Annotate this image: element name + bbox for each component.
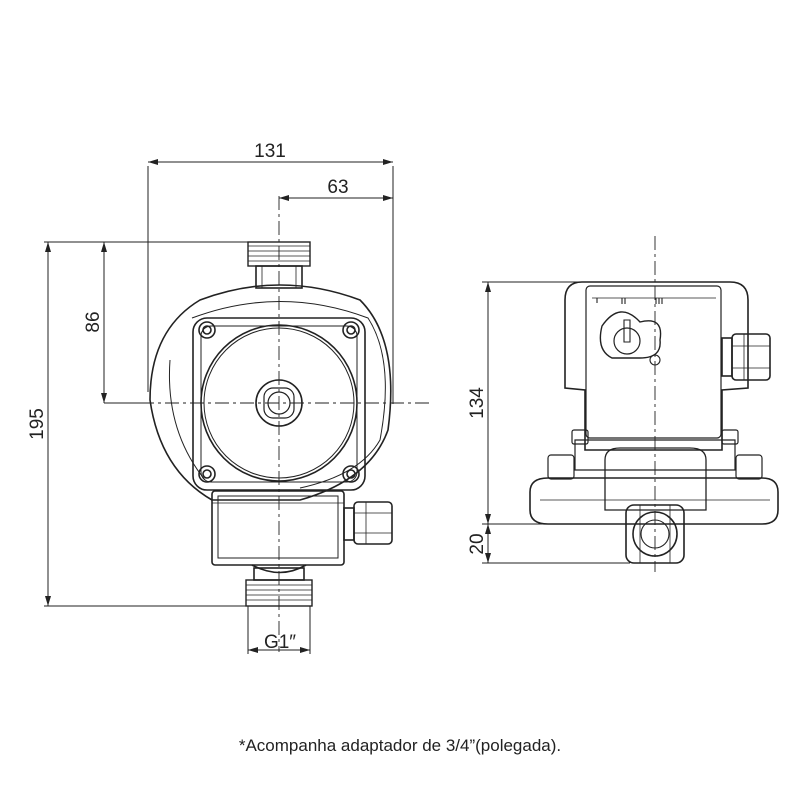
terminal-box: [211, 490, 345, 566]
dim-side-height: 134: [467, 387, 488, 419]
side-dimension-arrows: [485, 282, 491, 563]
dim-thread: G1″: [264, 632, 296, 653]
front-dimension-arrows: [45, 159, 393, 653]
side-view: [529, 281, 779, 564]
dim-base-height: 20: [467, 533, 488, 554]
dim-overall-width: 131: [254, 141, 286, 162]
flange-bolts: [198, 321, 360, 483]
side-dimension-lines: [482, 281, 630, 564]
front-centerlines: [140, 196, 430, 652]
speed-knob: [599, 311, 662, 359]
side-gland: [721, 333, 771, 381]
side-volute: [529, 477, 779, 525]
side-bolts: [547, 429, 763, 480]
front-dimension-lines: [44, 161, 394, 654]
footnote: *Acompanha adaptador de 3/4”(polegada).: [238, 736, 562, 755]
dim-overall-height: 195: [27, 408, 48, 440]
front-view: [149, 241, 393, 607]
speed-marks: [596, 298, 663, 304]
motor-housing: [564, 281, 749, 451]
dim-port-offset: 63: [327, 177, 348, 198]
dim-upper-height: 86: [83, 311, 104, 332]
side-center-housing: [604, 447, 707, 511]
cable-gland: [343, 501, 393, 545]
